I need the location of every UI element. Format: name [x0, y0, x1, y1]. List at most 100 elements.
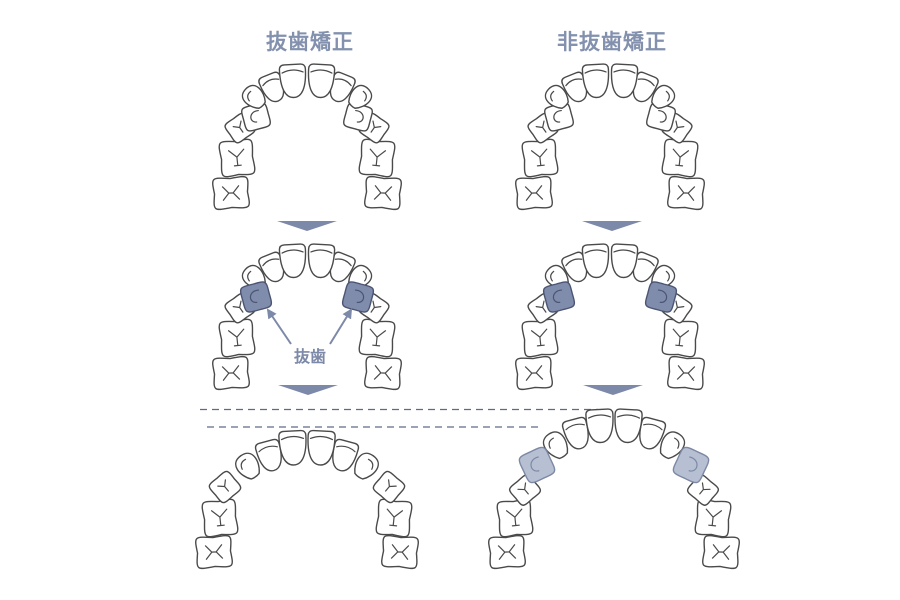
tooth-groove-mark: [643, 423, 663, 431]
tooth-groove-mark: [369, 148, 387, 167]
tooth-groove-mark: [221, 185, 241, 201]
tooth-groove-mark: [658, 109, 667, 123]
tooth-groove-mark: [552, 289, 563, 303]
tooth-outline: [610, 243, 639, 279]
tooth-groove-mark: [258, 445, 278, 453]
tooth-groove-mark: [390, 544, 410, 560]
tooth-groove-mark: [247, 90, 252, 102]
tooth-groove-mark: [336, 445, 356, 453]
tooth-left-first-premolar: [544, 102, 574, 132]
tooth-groove-mark: [584, 69, 607, 74]
tooth-right-first-premolar: [646, 102, 676, 132]
tooth-groove-mark: [676, 185, 696, 201]
tooth-groove-mark: [657, 289, 668, 303]
tooth-right-central-incisor: [307, 243, 336, 279]
tooth-groove-mark: [535, 300, 547, 313]
tooth-groove-mark: [281, 249, 304, 254]
tooth-right-second-molar: [381, 534, 419, 570]
tooth-groove-mark: [280, 435, 305, 441]
tooth-right-second-premolar: [372, 470, 406, 504]
tooth-groove-mark: [505, 508, 523, 527]
tooth-outline: [235, 452, 260, 480]
tooth-groove-mark: [354, 289, 365, 303]
tooth-outline: [348, 84, 373, 109]
tooth-groove-mark: [672, 148, 690, 167]
tooth-groove-mark: [227, 328, 245, 347]
tooth-right-first-molar: [358, 138, 396, 178]
arch-non-extraction-initial: [515, 63, 705, 211]
tooth-groove-mark: [550, 90, 555, 102]
tooth-groove-mark: [221, 365, 241, 381]
tooth-outline: [585, 408, 614, 444]
extraction-label: 抜歯: [293, 347, 326, 366]
tooth-outline: [278, 429, 307, 466]
tooth-left-first-premolar-extracted: [542, 281, 576, 313]
tooth-groove-mark: [584, 249, 607, 254]
tooth-right-second-molar: [667, 355, 705, 391]
tooth-right-first-molar: [661, 318, 699, 358]
tooth-groove-mark: [673, 120, 685, 133]
arch-extraction-initial: [212, 63, 402, 211]
tooth-right-central-incisor: [614, 408, 643, 444]
arch-non-extraction-marked: [515, 243, 705, 391]
title-extraction-orthodontics: 抜歯矯正: [266, 30, 354, 54]
tooth-left-first-premolar-preserved: [518, 446, 556, 484]
tooth-groove-mark: [672, 328, 690, 347]
tooth-outline: [646, 102, 676, 132]
tooth-groove-mark: [247, 270, 252, 282]
tooth-left-second-molar: [488, 534, 526, 570]
tooth-groove-mark: [355, 109, 364, 123]
tooth-groove-mark: [369, 328, 387, 347]
tooth-groove-mark: [613, 249, 636, 254]
tooth-groove-mark: [637, 258, 655, 267]
tooth-groove-mark: [309, 435, 334, 441]
tooth-outline: [307, 63, 336, 99]
tooth-outline: [518, 446, 556, 484]
tooth-groove-mark: [310, 69, 333, 74]
tooth-groove-mark: [613, 69, 636, 74]
tooth-outline: [354, 452, 379, 480]
tooth-left-first-molar: [521, 138, 559, 178]
step-arrow-down-icon: [583, 385, 643, 395]
tooth-outline: [610, 63, 639, 99]
tooth-right-central-incisor: [307, 63, 336, 99]
tooth-outline: [239, 281, 273, 313]
tooth-groove-mark: [665, 270, 670, 282]
tooth-outline: [614, 408, 643, 444]
tooth-outline: [581, 63, 610, 99]
tooth-groove-mark: [699, 482, 711, 495]
tooth-outline: [341, 281, 375, 313]
tooth-right-first-molar: [661, 138, 699, 178]
tooth-outline: [544, 84, 569, 109]
step-arrow-down-icon: [582, 221, 642, 231]
arch-non-extraction-result: [488, 408, 740, 570]
tooth-right-second-molar: [364, 175, 402, 211]
tooth-outline: [651, 84, 676, 109]
tooth-left-second-premolar: [208, 470, 242, 504]
tooth-right-first-premolar-extracted: [644, 281, 678, 313]
tooth-outline: [278, 63, 307, 99]
tooth-outline: [672, 446, 710, 484]
tooth-groove-mark: [530, 328, 548, 347]
tooth-outline: [241, 102, 271, 132]
tooth-left-second-molar: [515, 175, 553, 211]
tooth-groove-mark: [217, 479, 229, 492]
tooth-outline: [307, 243, 336, 279]
tooth-outline: [343, 102, 373, 132]
tooth-groove-mark: [204, 544, 224, 560]
tooth-groove-mark: [370, 120, 382, 133]
tooth-groove-mark: [517, 482, 529, 495]
tooth-outline: [544, 102, 574, 132]
tooth-left-canine: [235, 452, 260, 480]
tooth-groove-mark: [548, 437, 554, 449]
tooth-left-canine: [241, 84, 266, 109]
tooth-groove-mark: [262, 78, 280, 87]
tooth-groove-mark: [550, 270, 555, 282]
tooth-left-first-molar: [218, 138, 256, 178]
tooth-left-central-incisor: [581, 63, 610, 99]
tooth-groove-mark: [232, 120, 244, 133]
tooth-right-second-molar: [364, 355, 402, 391]
tooth-outline: [644, 281, 678, 313]
tooth-left-canine: [544, 84, 569, 109]
step-arrow-down-icon: [278, 385, 338, 395]
